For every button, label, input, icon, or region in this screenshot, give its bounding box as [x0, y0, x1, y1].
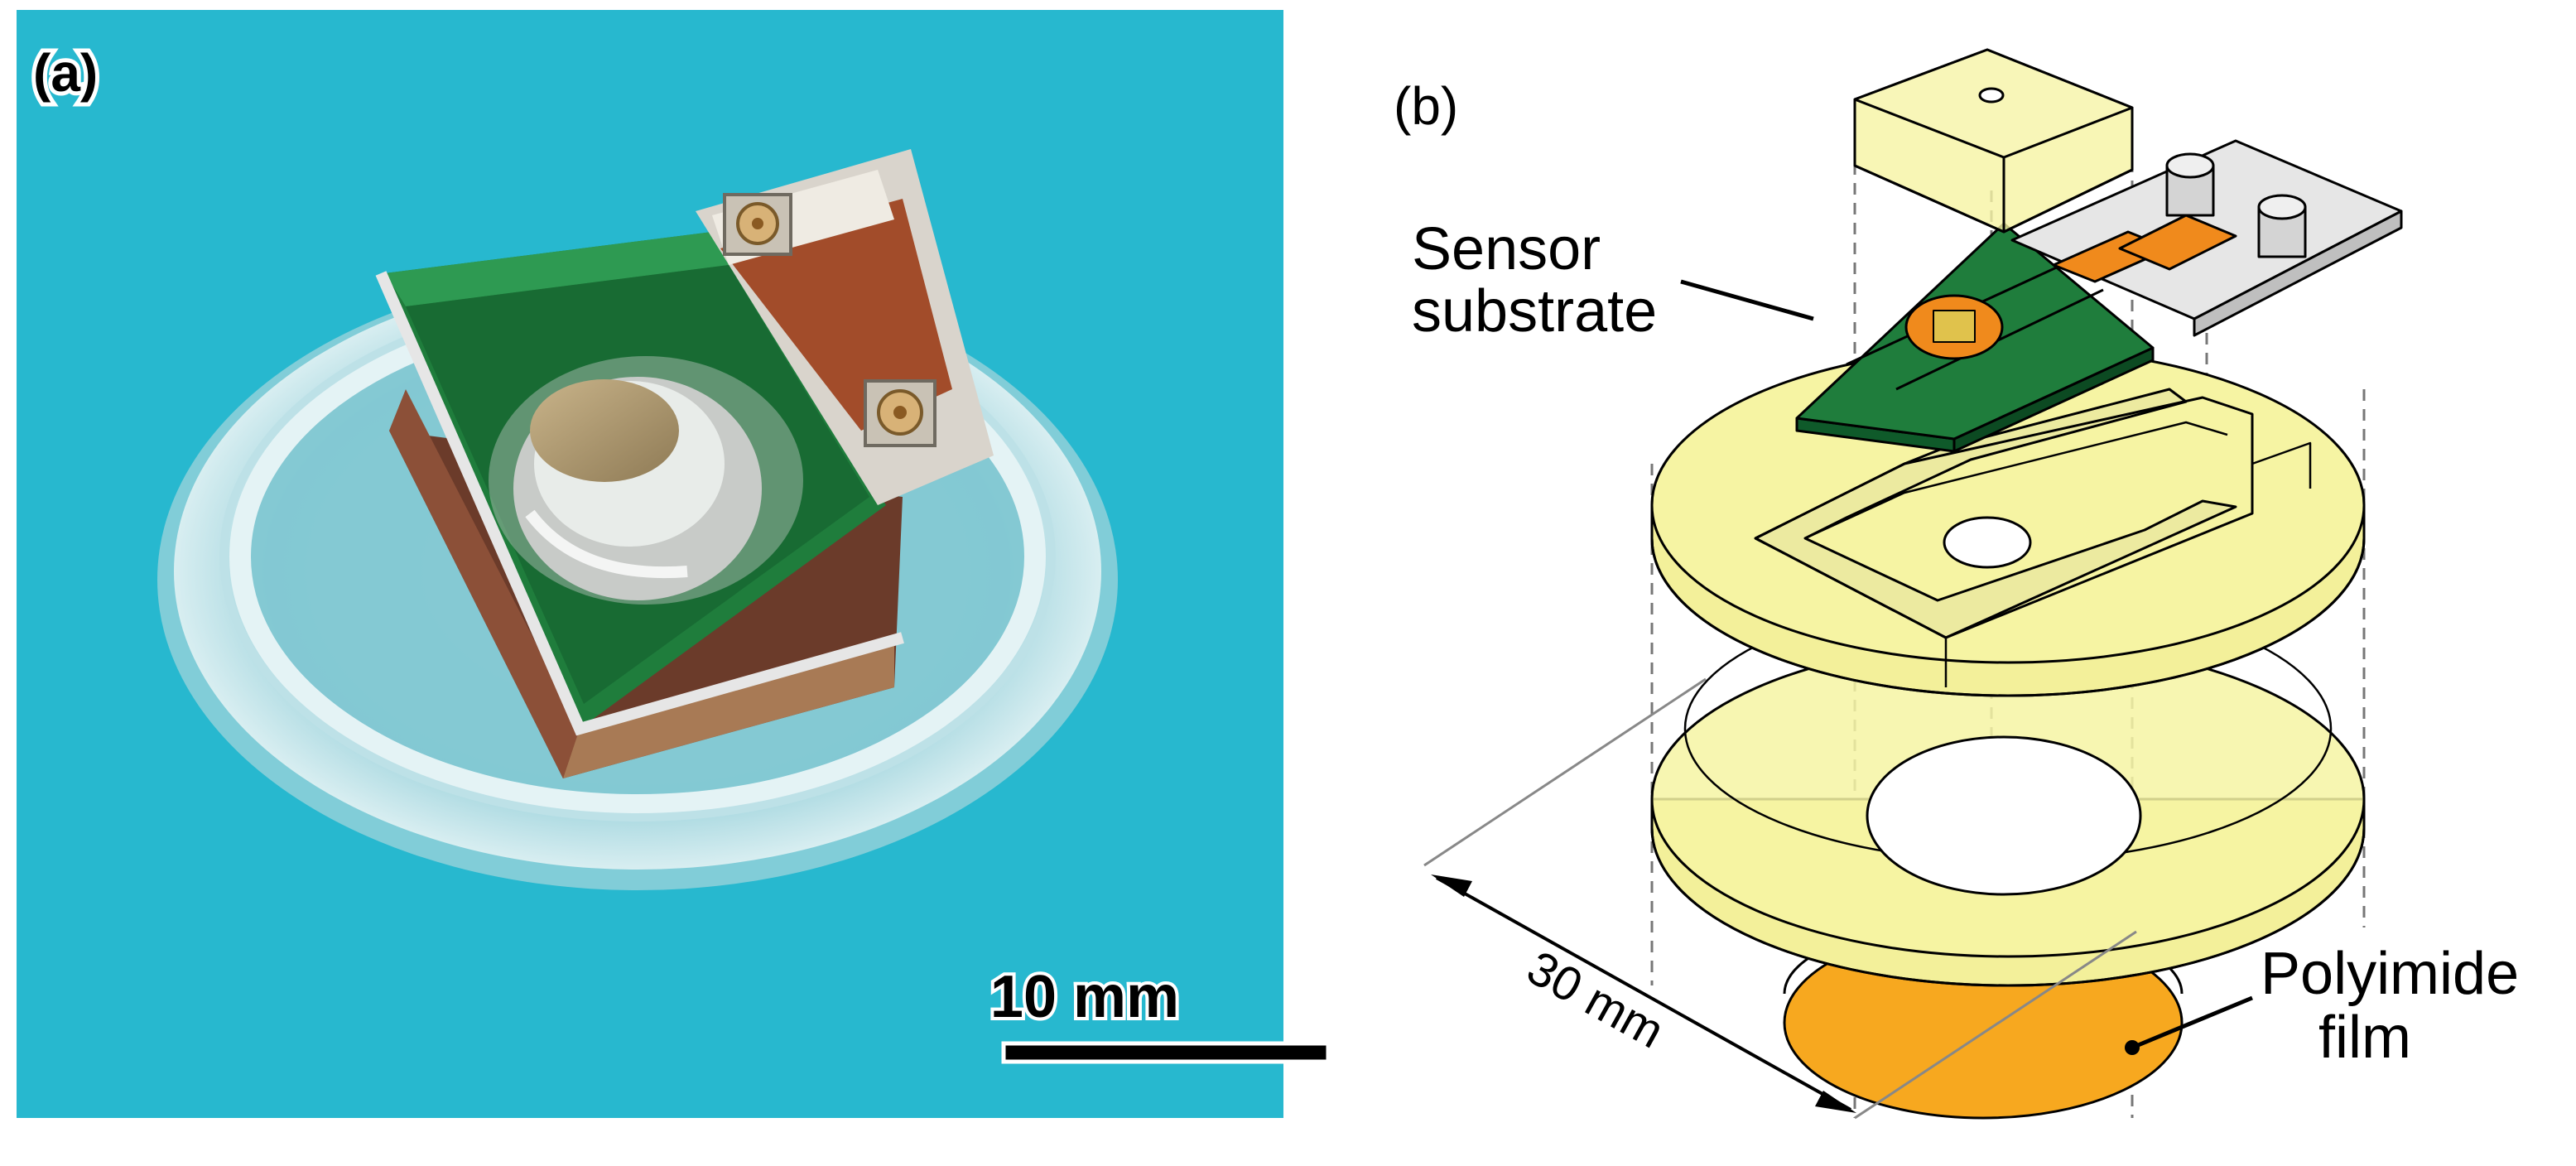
- panel-a: (a) 10 mm: [17, 10, 1331, 1118]
- polyimide-film-leader: [2131, 995, 2253, 1050]
- sensor-substrate-leader: [1680, 279, 1814, 321]
- scale-bar-label: 10 mm: [990, 964, 1179, 1030]
- sensor-substrate: [1795, 222, 2155, 453]
- scale-bar: 10 mm: [987, 961, 1331, 1064]
- sensor-substrate-label-line2: substrate: [1412, 278, 1657, 344]
- connector-1: [723, 193, 792, 256]
- diameter-label: 30 mm: [1519, 941, 1673, 1059]
- top-cap: [1853, 48, 2134, 234]
- polyimide-film-callout: Polyimide film: [2125, 941, 2519, 1071]
- panel-b: (b): [1394, 48, 2519, 1120]
- sensor-substrate-label-line1: Sensor: [1412, 216, 1601, 282]
- sensor-substrate-callout: Sensor substrate: [1412, 216, 1814, 344]
- bottom-ring: [1650, 595, 2366, 987]
- panel-a-label: (a): [33, 43, 98, 103]
- sensor-device-photo: [157, 149, 1118, 890]
- polyimide-film-label-line1: Polyimide: [2261, 941, 2519, 1007]
- polyimide-film-label-line2: film: [2318, 1005, 2411, 1071]
- scale-bar-line: [1001, 1041, 1331, 1064]
- flex-cable: [2010, 139, 2403, 337]
- panel-b-label: (b): [1394, 76, 1458, 136]
- connector-2: [864, 379, 937, 447]
